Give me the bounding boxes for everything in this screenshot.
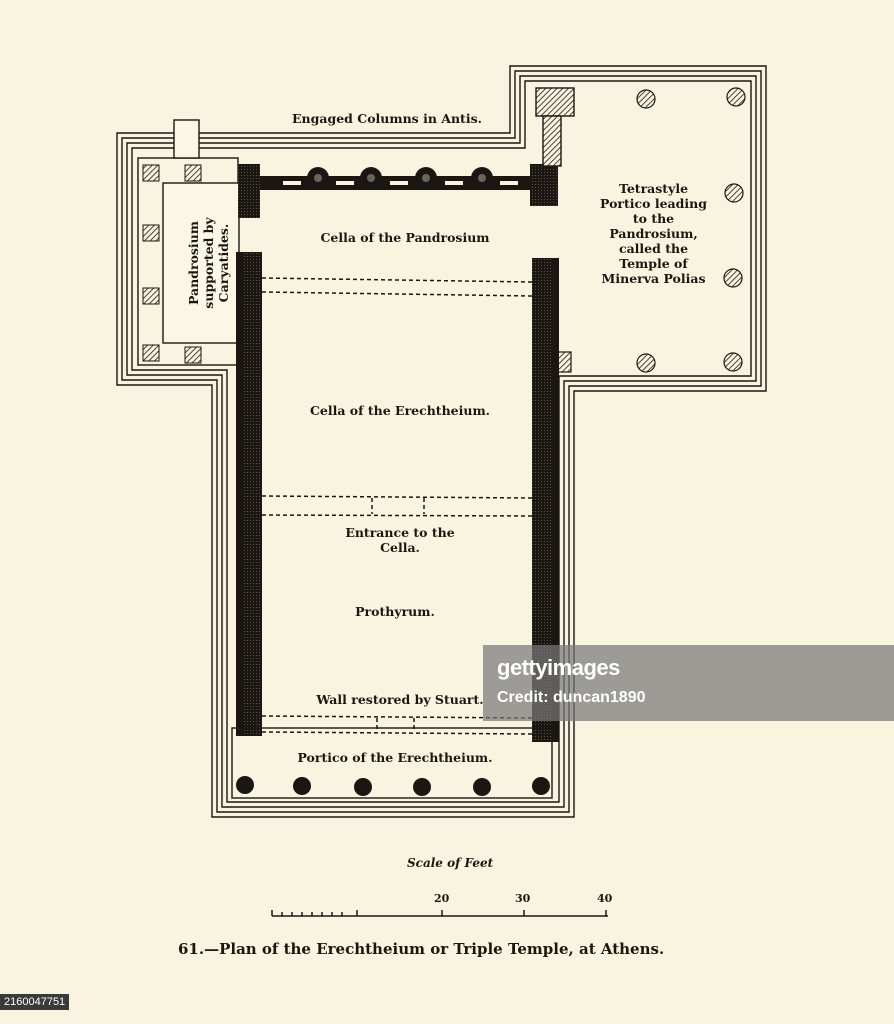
label-tetrastyle-portico: Tetrastyle Portico leading to the Pandro… xyxy=(600,181,707,286)
north-anta xyxy=(535,87,575,167)
label-wall-restored: Wall restored by Stuart. xyxy=(316,692,484,707)
pandrosium-porch xyxy=(137,119,240,366)
engaged-columns-wall xyxy=(238,164,558,218)
figure-caption: 61.—Plan of the Erechtheium or Triple Te… xyxy=(178,940,665,958)
scale-bar xyxy=(271,910,608,917)
watermark-credit: Credit: duncan1890 xyxy=(497,689,646,706)
label-portico-erechtheium: Portico of the Erechtheium. xyxy=(297,750,493,765)
label-entrance: Entrance to the Cella. xyxy=(345,525,455,555)
scale-tick-20: 20 xyxy=(434,892,450,905)
east-portico xyxy=(231,727,553,799)
label-cella-erechtheium: Cella of the Erechtheium. xyxy=(309,403,491,418)
watermark-logo: gettyimages xyxy=(497,655,620,680)
label-pandrosium-caryatides: Pandrosium supported by Caryatides. xyxy=(186,217,231,309)
scale-tick-30: 30 xyxy=(515,892,531,905)
label-prothyrum: Prothyrum. xyxy=(355,604,435,619)
label-engaged-columns: Engaged Columns in Antis. xyxy=(292,111,482,126)
outer-outline xyxy=(116,65,767,818)
scale-tick-40: 40 xyxy=(597,892,613,905)
caryatid-piers xyxy=(142,164,202,364)
scale-title: Scale of Feet xyxy=(407,856,494,870)
watermark-banner: gettyimages Credit: duncan1890 xyxy=(483,645,894,721)
image-id-badge: 2160047751 xyxy=(0,994,70,1010)
label-cella-pandrosium: Cella of the Pandrosium xyxy=(320,230,490,245)
